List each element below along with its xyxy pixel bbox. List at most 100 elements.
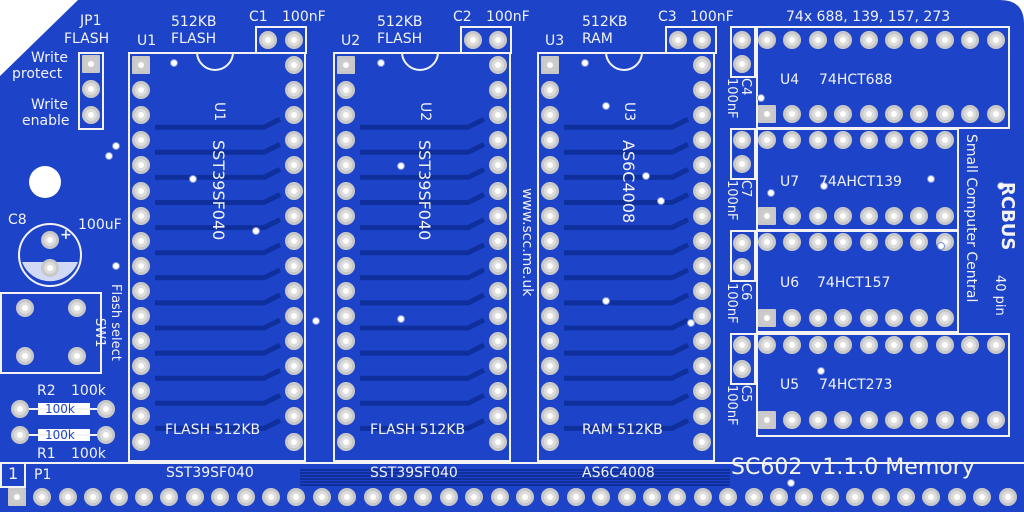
u2-pin: [337, 332, 355, 351]
trace: [564, 317, 690, 331]
board-title: SC602 v1.1.0 Memory: [731, 455, 975, 480]
u1-below: SST39SF040: [166, 465, 254, 481]
u2-pin: [337, 357, 355, 376]
u6-pin: [910, 309, 929, 327]
jp1-label: FLASH: [64, 31, 110, 47]
bus-pins: 40 pin: [992, 275, 1007, 316]
u5-pin: [758, 411, 776, 429]
u5-outline: [756, 333, 1010, 437]
u1-pin: [285, 156, 303, 175]
capacitor-pad: [464, 31, 482, 49]
u3-pin: [541, 81, 559, 100]
c2-ref: C2: [453, 9, 472, 25]
p1-pin: [414, 488, 433, 506]
jp1-opt2-b: enable: [22, 113, 70, 129]
u5-pin: [859, 411, 878, 429]
u3-pin: [541, 407, 559, 426]
u6-pin: [808, 309, 827, 327]
u4-pin: [885, 31, 903, 49]
mounting-hole: [29, 166, 61, 198]
trace: [360, 217, 486, 231]
sw1-outline: [0, 292, 102, 374]
c8-pad: [41, 231, 59, 249]
jp1-opt2-a: Write: [31, 97, 68, 113]
via: [312, 317, 320, 325]
trace: [360, 393, 486, 406]
u3-pin: [693, 181, 711, 200]
u1-part: SST39SF040: [209, 140, 228, 241]
u1-ref-body: U1: [211, 102, 227, 122]
p1-pin: [465, 488, 484, 506]
trace: [360, 418, 486, 431]
u2-outline: [333, 52, 511, 462]
u1-top: 512KB: [171, 14, 217, 30]
u1-pin: [285, 382, 303, 401]
trace: [564, 418, 690, 431]
u1-pin: [132, 256, 150, 275]
u3-top: 512KB: [582, 14, 628, 30]
trace: [155, 116, 282, 130]
via: [377, 59, 385, 67]
u3-pin: [541, 106, 559, 125]
u2-pin: [337, 181, 355, 200]
u7-ref: U7: [780, 174, 800, 190]
sw1-pin: [16, 347, 34, 365]
u3-ref: U3: [545, 33, 565, 49]
p1-pin: [668, 488, 687, 506]
trace: [155, 217, 282, 231]
u4-pin: [961, 105, 980, 123]
u7-pin: [910, 207, 929, 225]
u2-pin: [337, 307, 355, 325]
u6-part: 74HCT157: [817, 275, 891, 291]
capacitor-pad: [693, 31, 711, 49]
trace: [564, 192, 690, 205]
u4-pin: [834, 31, 853, 49]
via: [602, 102, 610, 110]
u6-pin: [758, 233, 776, 251]
capacitor-pad: [733, 131, 751, 149]
trace: [564, 393, 690, 406]
u1-pin: [285, 432, 303, 451]
u6-pin: [808, 233, 827, 251]
u7-pin: [758, 207, 776, 225]
p1-pin: [617, 488, 636, 506]
p1-pin: [846, 488, 865, 506]
u1-pin: [132, 357, 150, 376]
c3-ref: C3: [658, 9, 677, 25]
u1-pin: [285, 81, 303, 100]
u6-ref: U6: [780, 275, 800, 291]
trace: [564, 242, 690, 256]
u5-pin: [783, 411, 802, 429]
u1-pin: [285, 256, 303, 275]
u3-pin: [693, 206, 711, 225]
u1-outline: [128, 52, 306, 462]
u5-pin: [808, 336, 827, 354]
c6-ref: C6: [738, 283, 753, 301]
via: [170, 59, 178, 67]
via: [112, 142, 120, 150]
u2-ref: U2: [341, 33, 361, 49]
resistor-pad: [97, 426, 115, 444]
r2-body: 100k: [45, 402, 75, 416]
via: [397, 162, 405, 170]
trace: [360, 292, 486, 306]
u1-pin: [132, 281, 150, 300]
capacitor-pad: [733, 336, 751, 354]
c5-ref: C5: [738, 385, 753, 403]
u3-pin: [693, 281, 711, 300]
u2-silk: FLASH 512KB: [370, 422, 466, 438]
c5-outline: [730, 333, 756, 385]
via: [581, 59, 589, 67]
trace: [155, 342, 282, 356]
u4-pin: [935, 31, 954, 49]
bus-logo: RCBUS: [997, 182, 1018, 251]
r1-body: 100k: [45, 428, 75, 442]
u2-pin: [337, 256, 355, 275]
u2-pin: [489, 156, 507, 175]
u2-pin: [489, 407, 507, 426]
c7-val: 100nF: [724, 180, 739, 221]
u2-pin: [489, 432, 507, 451]
c1-outline: [255, 26, 307, 54]
via: [767, 189, 775, 197]
u6-pin: [859, 309, 878, 327]
